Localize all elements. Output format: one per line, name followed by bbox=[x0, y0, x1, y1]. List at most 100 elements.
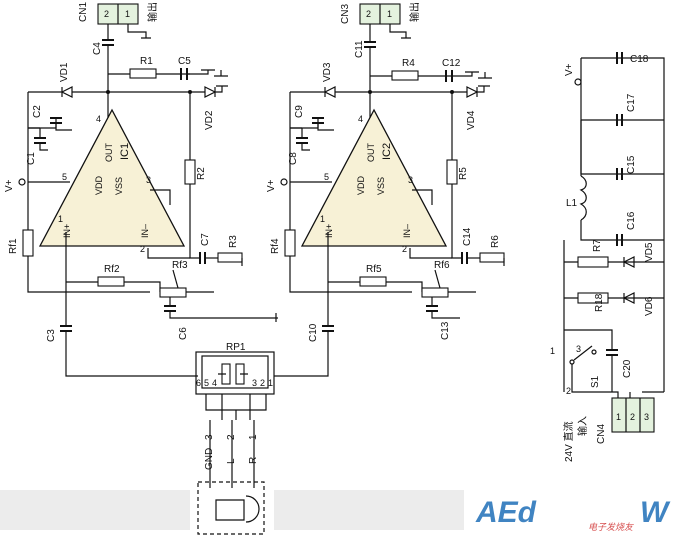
cn4-pin2: 2 bbox=[630, 412, 635, 422]
watermark-site: W bbox=[640, 496, 671, 529]
c4-label: C4 bbox=[92, 42, 103, 55]
r18-label: R18 bbox=[594, 293, 605, 312]
c7-label: C7 bbox=[200, 233, 211, 246]
c15-label: C15 bbox=[626, 155, 637, 174]
audio-input-jack: GND 3 L 2 R 1 bbox=[197, 434, 265, 535]
c16-label: C16 bbox=[626, 211, 637, 230]
vd1-label: VD1 bbox=[59, 62, 70, 82]
jack-pin3: 3 bbox=[204, 434, 215, 440]
s1-pin2: 2 bbox=[566, 386, 571, 396]
jack-pin1: 1 bbox=[248, 434, 259, 440]
cn4-input-label: 输入 bbox=[576, 416, 589, 436]
jack-pin2: 2 bbox=[226, 434, 237, 440]
watermark: AEd W 电子发烧友 bbox=[0, 490, 671, 532]
r6-label: R6 bbox=[490, 235, 501, 248]
power-supply: V+ C18 C17 C15 L1 C16 R7 VD5 R18 VD6 bbox=[550, 52, 665, 462]
ic1-pin4: 4 bbox=[96, 114, 101, 124]
rp1-pin2: 2 bbox=[260, 378, 265, 388]
rf2-label: Rf2 bbox=[104, 264, 120, 275]
vd4-label: VD4 bbox=[466, 110, 477, 130]
c20-label: C20 bbox=[622, 359, 633, 378]
ic2-pin2: 2 bbox=[402, 244, 407, 254]
r1-label: R1 bbox=[140, 56, 153, 67]
amplifier-1: 2 1 CN1 输出 C4 R1 C5 VD1 VD2 IC1 VDD VSS … bbox=[4, 2, 278, 377]
rf3-label: Rf3 bbox=[172, 260, 188, 271]
rp1-pin5: 5 bbox=[204, 378, 209, 388]
ic2-out-label: OUT bbox=[366, 143, 376, 163]
c5-label: C5 bbox=[178, 56, 191, 67]
ic1-out-label: OUT bbox=[104, 143, 114, 163]
ic2-label: IC2 bbox=[381, 143, 393, 160]
r7-label: R7 bbox=[592, 239, 603, 252]
cn4-pin1: 1 bbox=[616, 412, 621, 422]
ic2-pin1: 1 bbox=[320, 214, 325, 224]
l1-label: L1 bbox=[566, 198, 578, 209]
jack-l-label: L bbox=[226, 458, 237, 464]
s1-label: S1 bbox=[590, 375, 601, 388]
ic1-vss-label: VSS bbox=[114, 177, 124, 195]
ic1-inplus-label: IN+ bbox=[62, 224, 72, 238]
cn3-pin2: 2 bbox=[366, 9, 371, 19]
amplifier-2: 2 1 CN3 输出 C11 R4 C12 VD3 VD4 IC2 VDD VS… bbox=[266, 2, 505, 377]
vd6-label: VD6 bbox=[644, 296, 655, 316]
rp1-label: RP1 bbox=[226, 342, 246, 353]
ic1-vdd-label: VDD bbox=[94, 175, 104, 195]
ic1-opamp bbox=[38, 108, 186, 247]
jack-gnd-label: GND bbox=[204, 448, 215, 470]
amp1-vplus-label: V+ bbox=[4, 179, 15, 192]
ic1-pin1: 1 bbox=[58, 214, 63, 224]
cn1-pin2: 2 bbox=[104, 9, 109, 19]
ic2-vss-label: VSS bbox=[376, 177, 386, 195]
rp1-pin6: 6 bbox=[196, 378, 201, 388]
ic2-pin5: 5 bbox=[324, 172, 329, 182]
vd3-label: VD3 bbox=[322, 62, 333, 82]
r4-label: R4 bbox=[402, 58, 415, 69]
ic2-pin4: 4 bbox=[358, 114, 363, 124]
volume-pot-rp1: RP1 6 5 4 3 2 1 bbox=[195, 342, 275, 488]
c11-label: C11 bbox=[354, 40, 365, 58]
c3-label: C3 bbox=[46, 329, 57, 342]
c17-label: C17 bbox=[626, 93, 637, 112]
ic2-opamp bbox=[300, 108, 448, 247]
rf1-label: Rf1 bbox=[8, 238, 19, 254]
c14-label: C14 bbox=[462, 227, 473, 246]
vd2-label: VD2 bbox=[204, 110, 215, 130]
cn1-output-label: 输出 bbox=[146, 2, 159, 22]
r2-label: R2 bbox=[196, 167, 207, 180]
c9-label: C9 bbox=[294, 105, 305, 118]
s1-pin3: 3 bbox=[576, 344, 581, 354]
r5-label: R5 bbox=[458, 167, 469, 180]
c10-label: C10 bbox=[308, 323, 319, 342]
ic1-label: IC1 bbox=[119, 143, 131, 160]
rp1-pin4: 4 bbox=[212, 378, 217, 388]
cn4-24v-label: 24V 直流 bbox=[562, 421, 575, 462]
ic2-inminus-label: IN– bbox=[402, 224, 412, 238]
watermark-subtitle: 电子发烧友 bbox=[588, 522, 634, 532]
cn1-label: CN1 bbox=[78, 2, 89, 22]
psu-vplus-label: V+ bbox=[564, 63, 575, 76]
cn4-label: CN4 bbox=[596, 424, 607, 444]
cn3-label: CN3 bbox=[340, 4, 351, 24]
jack-r-label: R bbox=[248, 457, 259, 464]
rf4-label: Rf4 bbox=[270, 238, 281, 254]
ic2-pin3: 3 bbox=[408, 175, 413, 185]
amp2-vplus-label: V+ bbox=[266, 179, 277, 192]
s1-pin1: 1 bbox=[550, 346, 555, 356]
rf5-label: Rf5 bbox=[366, 264, 382, 275]
c12-label: C12 bbox=[442, 58, 461, 69]
watermark-logo: AEd bbox=[475, 496, 537, 529]
rp1-pin1: 1 bbox=[268, 378, 273, 388]
ic2-inplus-label: IN+ bbox=[324, 224, 334, 238]
ic1-pin2: 2 bbox=[140, 244, 145, 254]
c18-label: C18 bbox=[630, 54, 649, 65]
rp1-pin3: 3 bbox=[252, 378, 257, 388]
ic1-pin3: 3 bbox=[146, 175, 151, 185]
cn3-pin1: 1 bbox=[387, 9, 392, 19]
cn1-pin1: 1 bbox=[125, 9, 130, 19]
vd5-label: VD5 bbox=[644, 242, 655, 262]
c1-label: C1 bbox=[26, 152, 37, 165]
rf6-label: Rf6 bbox=[434, 260, 450, 271]
cn4-connector bbox=[611, 397, 655, 433]
c2-label: C2 bbox=[32, 105, 43, 118]
